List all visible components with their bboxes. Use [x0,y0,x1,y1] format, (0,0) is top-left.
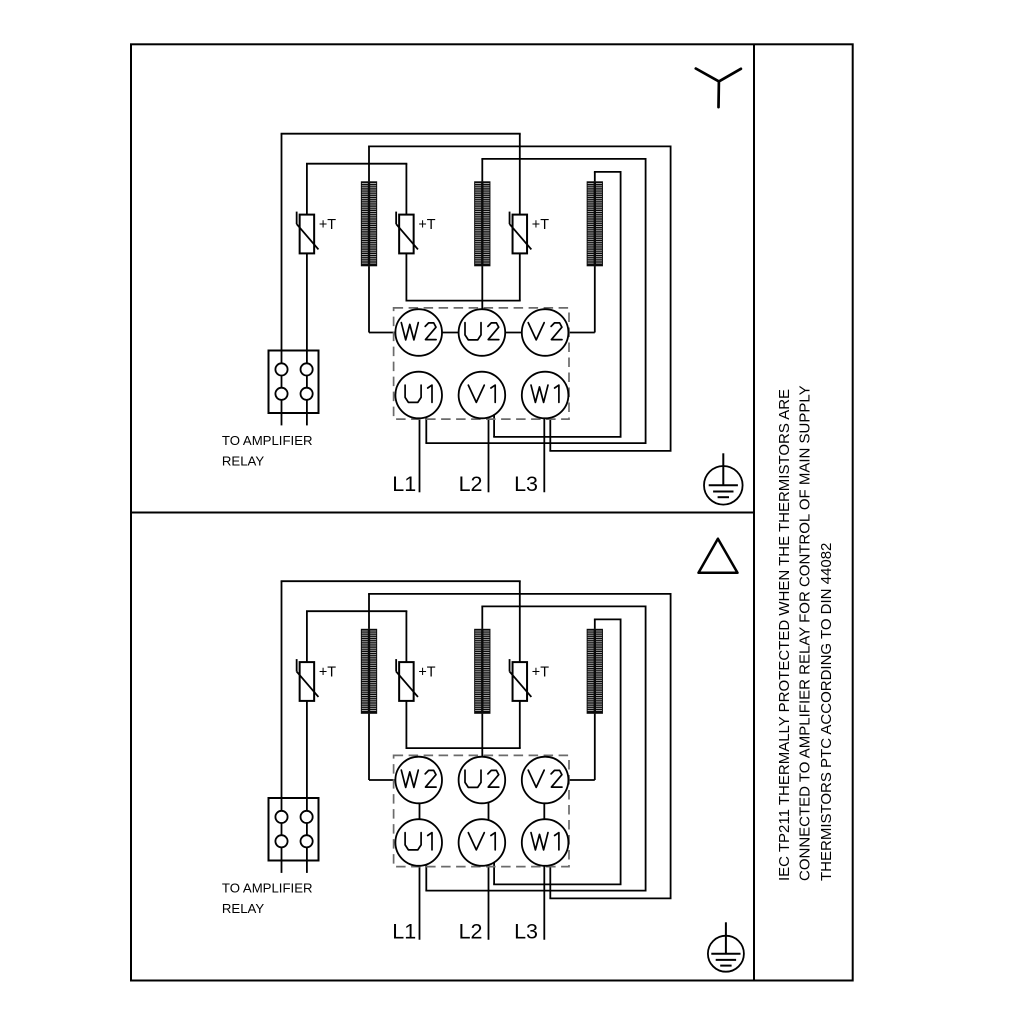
svg-text:L3: L3 [514,472,538,496]
svg-text:+T: +T [319,664,336,680]
svg-text:L3: L3 [514,919,538,943]
svg-text:+T: +T [418,217,435,233]
svg-text:L1: L1 [392,919,416,943]
svg-text:L1: L1 [392,472,416,496]
svg-text:+T: +T [532,664,549,680]
svg-text:THERMISTORS PTC ACCORDING TO D: THERMISTORS PTC ACCORDING TO DIN 44082 [818,543,835,881]
svg-text:TO AMPLIFIER: TO AMPLIFIER [222,880,313,895]
svg-text:+T: +T [418,664,435,680]
svg-text:RELAY: RELAY [222,454,264,469]
svg-text:CONNECTED TO AMPLIFIER RELAY F: CONNECTED TO AMPLIFIER RELAY FOR CONTROL… [796,385,813,881]
svg-text:L2: L2 [459,919,483,943]
svg-text:IEC TP211 THERMALLY PROTECTED: IEC TP211 THERMALLY PROTECTED WHEN THE T… [776,389,793,881]
svg-text:+T: +T [319,217,336,233]
svg-text:RELAY: RELAY [222,901,264,916]
svg-text:TO AMPLIFIER: TO AMPLIFIER [222,433,313,448]
svg-text:+T: +T [532,217,549,233]
svg-text:L2: L2 [459,472,483,496]
